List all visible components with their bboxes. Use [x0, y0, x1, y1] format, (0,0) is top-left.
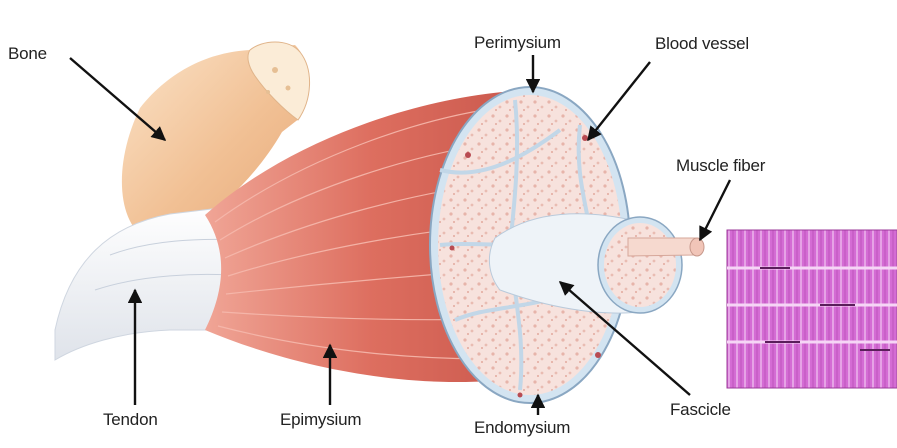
label-epimysium: Epimysium: [280, 410, 361, 430]
blood-vessel-pointer: [588, 62, 650, 140]
label-endomysium: Endomysium: [474, 418, 570, 438]
muscle-fiber: [628, 238, 704, 256]
label-muscle-fiber: Muscle fiber: [676, 156, 765, 176]
label-tendon: Tendon: [103, 410, 158, 430]
myofibril-panel: [727, 230, 897, 388]
label-perimysium: Perimysium: [474, 33, 561, 53]
label-blood-vessel: Blood vessel: [655, 34, 749, 54]
label-bone: Bone: [8, 44, 47, 64]
muscle-fiber-pointer: [700, 180, 730, 240]
label-fascicle: Fascicle: [670, 400, 731, 420]
